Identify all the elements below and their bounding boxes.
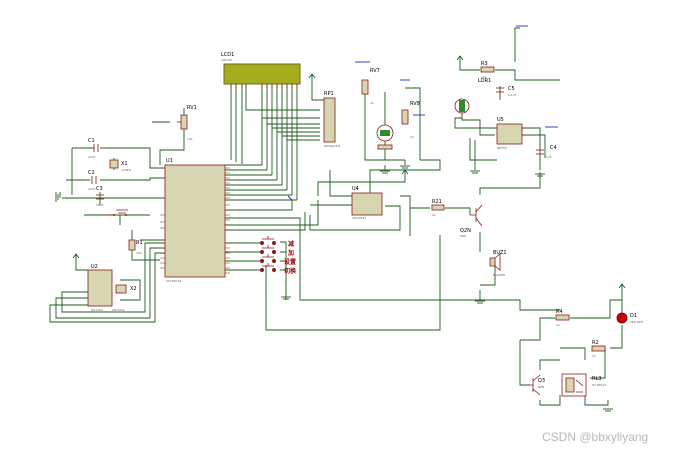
c1-sub: 22pF	[88, 155, 96, 159]
rv8-sub: 1k	[410, 135, 414, 139]
crystal-x2: X2 CRYSTAL	[112, 284, 137, 312]
c3-sub: 10uF	[96, 203, 104, 207]
c1-ref: C1	[88, 138, 95, 144]
button-set[interactable]: 设置	[260, 254, 296, 266]
r1-ref: R1	[136, 240, 143, 246]
capacitor-c5: C5 0.1uF	[496, 86, 517, 97]
c4-sub: 1uF	[546, 155, 552, 159]
net-labels	[287, 25, 558, 201]
button-minus-label: 减	[288, 240, 294, 248]
c4-ref: C4	[550, 145, 557, 151]
capacitor-c3: C3 10uF	[96, 186, 104, 207]
r2-sub: 1k	[592, 354, 596, 358]
q3-ref: Q3	[538, 378, 545, 384]
adc-u4: U4 ADC0832	[351, 186, 383, 220]
u5-ref: U5	[497, 117, 504, 123]
button-plus[interactable]: 加	[260, 245, 294, 257]
watermark: CSDN @bbxyliyang	[542, 430, 648, 444]
u5-sub: NE555	[497, 146, 507, 150]
button-set-label: 设置	[284, 258, 296, 266]
c5-sub: 0.1uF	[508, 93, 517, 97]
x1-ref: X1	[121, 161, 128, 167]
q2n-ref: Q2N	[460, 228, 471, 234]
d1-ref: D1	[630, 313, 637, 319]
mcu-u1: U1 STC89C52	[160, 158, 230, 283]
x1-sub: 12MHz	[121, 168, 132, 172]
resistor-pack-rp1: RP1 RESPACK-8	[323, 91, 340, 148]
rv8-ref: RV8	[410, 101, 420, 107]
c2-sub: 22pF	[88, 187, 96, 191]
r3-sub: 10k	[481, 75, 487, 79]
resistor-r4: R4 1k	[555, 309, 570, 327]
u4-sub: ADC0832	[352, 216, 366, 220]
u2-sub: DS1302	[91, 308, 103, 312]
potentiometer-rv1: RV1 10k	[177, 105, 197, 141]
r1-sub: 10k	[136, 251, 142, 255]
buzzer: BUZ1 BUZZER	[489, 250, 507, 277]
r21-ref: R21	[432, 199, 442, 205]
led-d1: D1 LED-RED	[616, 312, 644, 324]
wire-net	[49, 27, 623, 406]
r3-ref: R3	[481, 61, 488, 67]
u2-ref: U2	[91, 264, 98, 270]
relay-rl3: RL3 5V RELAY	[561, 373, 606, 397]
x2-ref: X2	[130, 286, 137, 292]
c3-ref: C3	[96, 186, 103, 192]
gas-sensor	[376, 124, 394, 150]
c5-ref: C5	[508, 86, 515, 92]
rp1-ref: RP1	[324, 91, 334, 97]
rv1-ref: RV1	[187, 105, 197, 111]
timer-u5: U5 NE555	[496, 117, 523, 150]
crystal-x1: X1 12MHz	[109, 159, 132, 172]
rv7-ref: RV7	[370, 68, 380, 74]
rtc-u2: U2 DS1302	[87, 264, 113, 312]
r4-sub: 1k	[556, 323, 560, 327]
potentiometer-rv8: RV8 1k	[401, 101, 420, 139]
d1-sub: LED-RED	[630, 320, 644, 324]
rl3-ref: RL3	[592, 376, 601, 382]
lcd-display: LCD1 LM016L	[221, 52, 301, 88]
ldr-ref: LDR1	[478, 78, 491, 84]
lcd-ref: LCD1	[221, 52, 234, 58]
rv1-sub: 10k	[187, 137, 193, 141]
transistor-q2n: Q2N PNP	[460, 204, 483, 238]
button-switch-label: 切换	[284, 267, 297, 275]
potentiometer-rv7: RV7 1k	[361, 68, 380, 105]
power-terminals	[72, 55, 626, 290]
mcu-ref: U1	[166, 158, 173, 164]
capacitor-c4: C4 1uF	[536, 145, 557, 159]
buzzer-ref: BUZ1	[493, 250, 507, 256]
mcu-sub: STC89C52	[166, 279, 181, 283]
x2-sub: CRYSTAL	[112, 308, 125, 312]
button-plus-label: 加	[287, 249, 294, 257]
c2-ref: C2	[88, 170, 95, 176]
photoresistor-ldr: LDR1	[454, 78, 491, 114]
resistor-r21: R21 1k	[431, 199, 445, 217]
r4-ref: R4	[556, 309, 563, 315]
rv7-sub: 1k	[370, 101, 374, 105]
r21-sub: 1k	[432, 213, 436, 217]
r2-ref: R2	[592, 340, 599, 346]
lcd-sub: LM016L	[221, 58, 233, 62]
resistor-r2: R2 1k	[591, 340, 606, 358]
resistor-r1: R1 10k	[128, 239, 143, 255]
key-buttons: 减 加 设置 切换	[260, 236, 297, 275]
capacitor-c1: C1 22pF	[88, 138, 99, 159]
u4-ref: U4	[352, 186, 359, 192]
buzzer-sub: BUZZER	[493, 273, 505, 277]
q2n-sub: PNP	[460, 234, 466, 238]
rp1-sub: RESPACK-8	[324, 144, 340, 148]
button-minus[interactable]: 减	[260, 236, 294, 248]
transistor-q3: Q3 NPN	[528, 374, 545, 396]
resistor-r3: R3 10k	[480, 61, 495, 79]
q3-sub: NPN	[538, 385, 544, 389]
reset-switch	[108, 209, 128, 216]
button-switch[interactable]: 切换	[260, 263, 297, 275]
capacitor-c2: C2 22pF	[88, 170, 97, 191]
rl3-sub: 5V RELAY	[592, 383, 606, 387]
